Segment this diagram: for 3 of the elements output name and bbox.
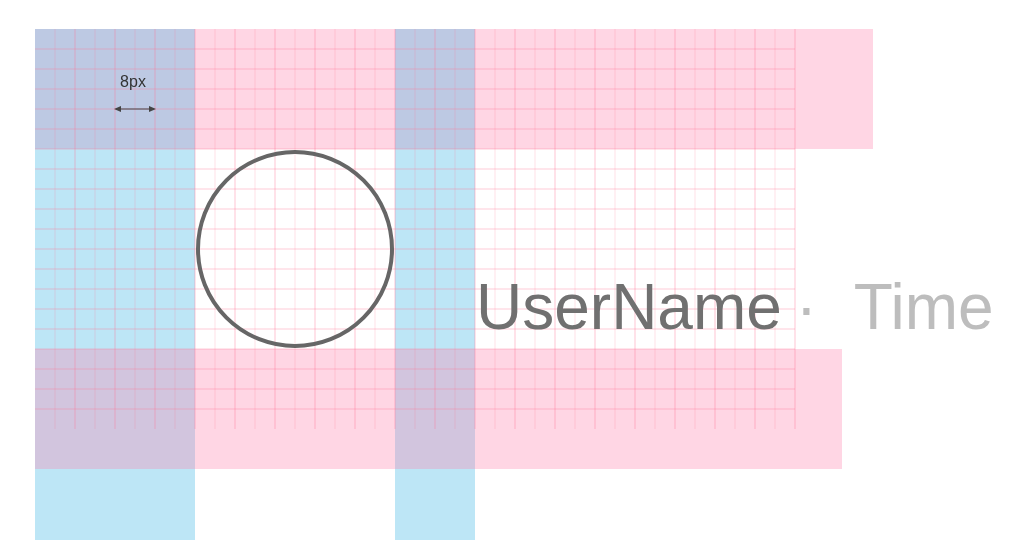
timestamp-text: · Time	[795, 275, 994, 339]
dimension-label: 8px	[119, 72, 147, 92]
username-text: UserName	[476, 275, 782, 339]
